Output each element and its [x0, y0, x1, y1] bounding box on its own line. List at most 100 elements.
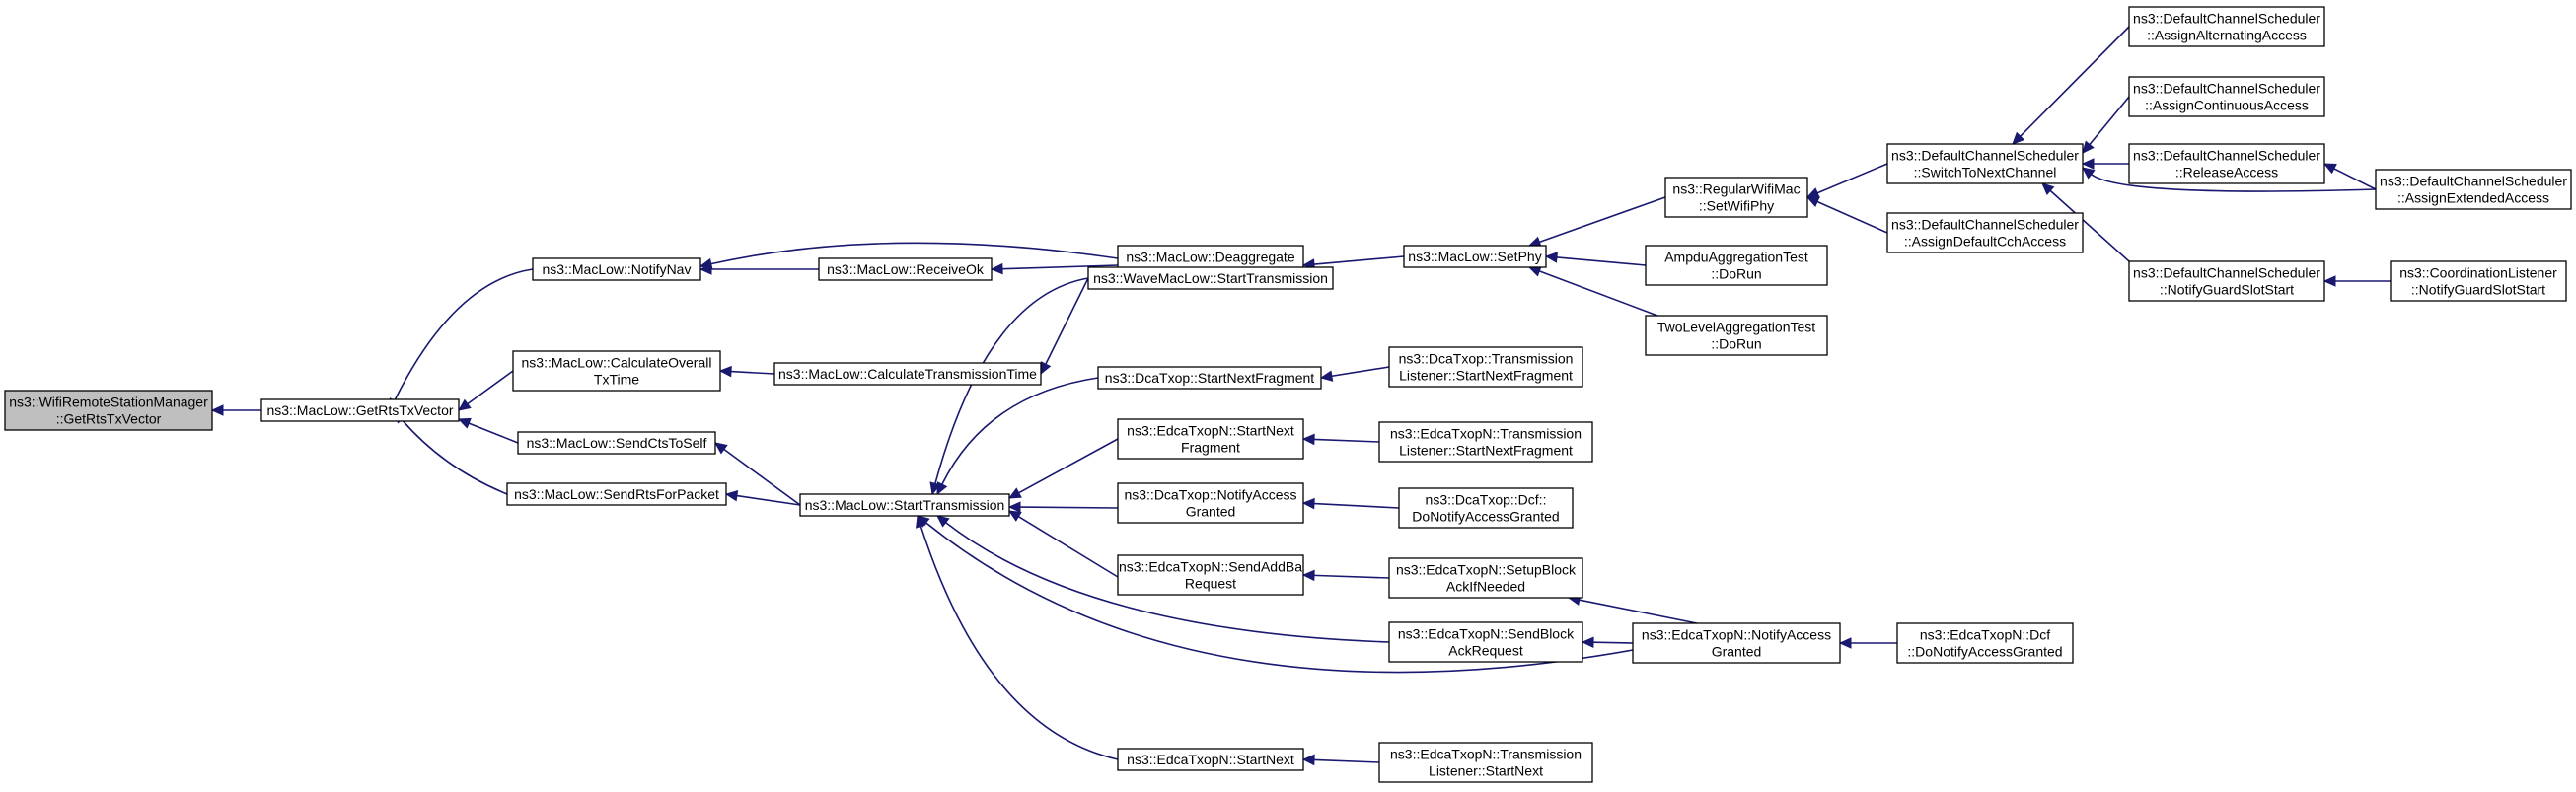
- node-box: [260, 398, 460, 422]
- graph-node[interactable]: ns3::DefaultChannelScheduler::AssignCont…: [2128, 76, 2325, 117]
- node-label: ns3::MacLow::NotifyNav: [543, 261, 692, 277]
- arrow-head-icon: [1301, 754, 1315, 766]
- graph-node[interactable]: ns3::WifiRemoteStationManager::GetRtsTxV…: [4, 390, 213, 431]
- graph-node[interactable]: ns3::MacLow::SendCtsToSelf: [517, 431, 716, 455]
- node-label: Listener::StartNext: [1429, 763, 1543, 779]
- node-label: TxTime: [594, 372, 639, 388]
- node-label: ns3::DcaTxop::Dcf::: [1426, 492, 1547, 508]
- node-label: ::AssignDefaultCchAccess: [1904, 234, 2066, 250]
- node-label: ns3::MacLow::CalculateTransmissionTime: [778, 366, 1037, 382]
- graph-node[interactable]: ns3::DefaultChannelScheduler::NotifyGuar…: [2128, 260, 2325, 302]
- node-label: ::SwitchToNextChannel: [1914, 165, 2057, 180]
- call-edge: [724, 489, 801, 506]
- arrow-head-icon: [699, 257, 713, 270]
- node-box: [1378, 742, 1593, 783]
- node-box: [1388, 621, 1583, 663]
- arrow-head-icon: [1007, 510, 1022, 522]
- graph-node[interactable]: ns3::MacLow::ReceiveOk: [818, 257, 993, 281]
- call-edge: [2082, 96, 2130, 154]
- call-edge: [1301, 569, 1390, 582]
- graph-node[interactable]: ns3::DcaTxop::NotifyAccessGranted: [1117, 482, 1304, 524]
- call-edge: [699, 263, 819, 275]
- graph-node[interactable]: ns3::DcaTxop::TransmissionListener::Star…: [1388, 346, 1583, 388]
- graph-node[interactable]: ns3::MacLow::SendRtsForPacket: [506, 482, 727, 506]
- arrow-head-icon: [1040, 361, 1052, 376]
- graph-node[interactable]: ns3::MacLow::SetPhy: [1403, 245, 1547, 268]
- node-label: ns3::RegularWifiMac: [1672, 181, 1800, 197]
- graph-node[interactable]: ns3::WaveMacLow::StartTransmission: [1087, 266, 1334, 290]
- node-label: ::DoNotifyAccessGranted: [1907, 644, 2062, 660]
- graph-node[interactable]: ns3::MacLow::GetRtsTxVector: [260, 398, 460, 422]
- node-box: [2375, 169, 2572, 210]
- node-box: [799, 493, 1010, 517]
- graph-node[interactable]: ns3::DefaultChannelScheduler::AssignExte…: [2375, 169, 2572, 210]
- graph-node[interactable]: ns3::DcaTxop::StartNextFragment: [1097, 366, 1322, 390]
- node-label: ::SetWifiPhy: [1699, 198, 1774, 214]
- graph-node[interactable]: ns3::DefaultChannelScheduler::AssignDefa…: [1886, 212, 2084, 253]
- call-edge: [916, 514, 1119, 760]
- node-box: [1117, 418, 1304, 460]
- node-label: ns3::EdcaTxopN::StartNext: [1127, 752, 1294, 767]
- node-box: [1886, 143, 2084, 184]
- graph-node[interactable]: AmpduAggregationTest::DoRun: [1645, 245, 1828, 286]
- graph-node[interactable]: ns3::CoordinationListener::NotifyGuardSl…: [2390, 260, 2567, 302]
- arrow-head-icon: [458, 398, 472, 411]
- graph-node[interactable]: ns3::DefaultChannelScheduler::SwitchToNe…: [1886, 143, 2084, 184]
- graph-node[interactable]: ns3::EdcaTxopN::StartNext: [1117, 748, 1304, 771]
- node-box: [818, 257, 993, 281]
- node-label: ns3::DefaultChannelScheduler: [1891, 148, 2079, 164]
- node-box: [1886, 212, 2084, 253]
- node-label: Listener::StartNextFragment: [1399, 443, 1573, 459]
- graph-node[interactable]: ns3::EdcaTxopN::TransmissionListener::St…: [1378, 742, 1593, 783]
- call-edge: [2082, 167, 2377, 192]
- call-edge: [1527, 196, 1666, 248]
- node-box: [1398, 487, 1574, 529]
- graph-node[interactable]: ns3::MacLow::StartTransmission: [799, 493, 1010, 517]
- graph-node[interactable]: ns3::EdcaTxopN::TransmissionListener::St…: [1378, 421, 1593, 463]
- call-edge: [2322, 275, 2391, 287]
- graph-node[interactable]: ns3::EdcaTxopN::StartNextFragment: [1117, 418, 1304, 460]
- node-label: ns3::DefaultChannelScheduler: [2133, 11, 2320, 27]
- arrow-head-icon: [1805, 187, 1820, 198]
- node-label: ns3::EdcaTxopN::Dcf: [1920, 627, 2050, 643]
- graph-node[interactable]: ns3::EdcaTxopN::Dcf::DoNotifyAccessGrant…: [1896, 622, 2074, 664]
- graph-node[interactable]: TwoLevelAggregationTest::DoRun: [1645, 315, 1828, 356]
- call-edge: [1527, 265, 1658, 317]
- node-label: ns3::EdcaTxopN::SetupBlock: [1396, 562, 1577, 578]
- node-label: AckRequest: [1448, 643, 1523, 659]
- graph-node[interactable]: ns3::EdcaTxopN::NotifyAccessGranted: [1632, 622, 1841, 664]
- arrow-head-icon: [1007, 501, 1021, 513]
- arrow-head-icon: [936, 515, 950, 528]
- graph-node[interactable]: ns3::DcaTxop::Dcf::DoNotifyAccessGranted: [1398, 487, 1574, 529]
- node-label: ns3::MacLow::SendRtsForPacket: [514, 486, 719, 502]
- node-label: ::NotifyGuardSlotStart: [2160, 282, 2294, 298]
- graph-node[interactable]: ns3::MacLow::CalculateTransmissionTime: [773, 362, 1042, 386]
- node-box: [1645, 315, 1828, 356]
- node-label: ::DoRun: [1711, 266, 1761, 282]
- call-edge: [1007, 501, 1119, 513]
- call-edge: [714, 442, 801, 506]
- node-label: ns3::DefaultChannelScheduler: [2380, 174, 2567, 189]
- arrow-head-icon: [990, 262, 1003, 275]
- node-label: ns3::EdcaTxopN::Transmission: [1390, 426, 1582, 442]
- node-box: [4, 390, 213, 431]
- graph-node[interactable]: ns3::RegularWifiMac::SetWifiPhy: [1664, 177, 1808, 218]
- node-box: [1097, 366, 1322, 390]
- call-edge: [2041, 182, 2130, 262]
- graph-node[interactable]: ns3::DefaultChannelScheduler::AssignAlte…: [2128, 6, 2325, 47]
- arrow-head-icon: [1007, 487, 1022, 499]
- call-edge: [1838, 637, 1897, 649]
- node-box: [2128, 76, 2325, 117]
- call-edge: [1319, 366, 1390, 382]
- arrow-head-icon: [1544, 252, 1558, 263]
- node-label: ::ReleaseAccess: [2175, 165, 2278, 180]
- node-label: Request: [1185, 576, 1236, 592]
- graph-node[interactable]: ns3::DefaultChannelScheduler::ReleaseAcc…: [2128, 143, 2325, 184]
- call-edge: [2012, 26, 2130, 145]
- node-box: [517, 431, 716, 455]
- graph-node[interactable]: ns3::MacLow::NotifyNav: [532, 257, 701, 281]
